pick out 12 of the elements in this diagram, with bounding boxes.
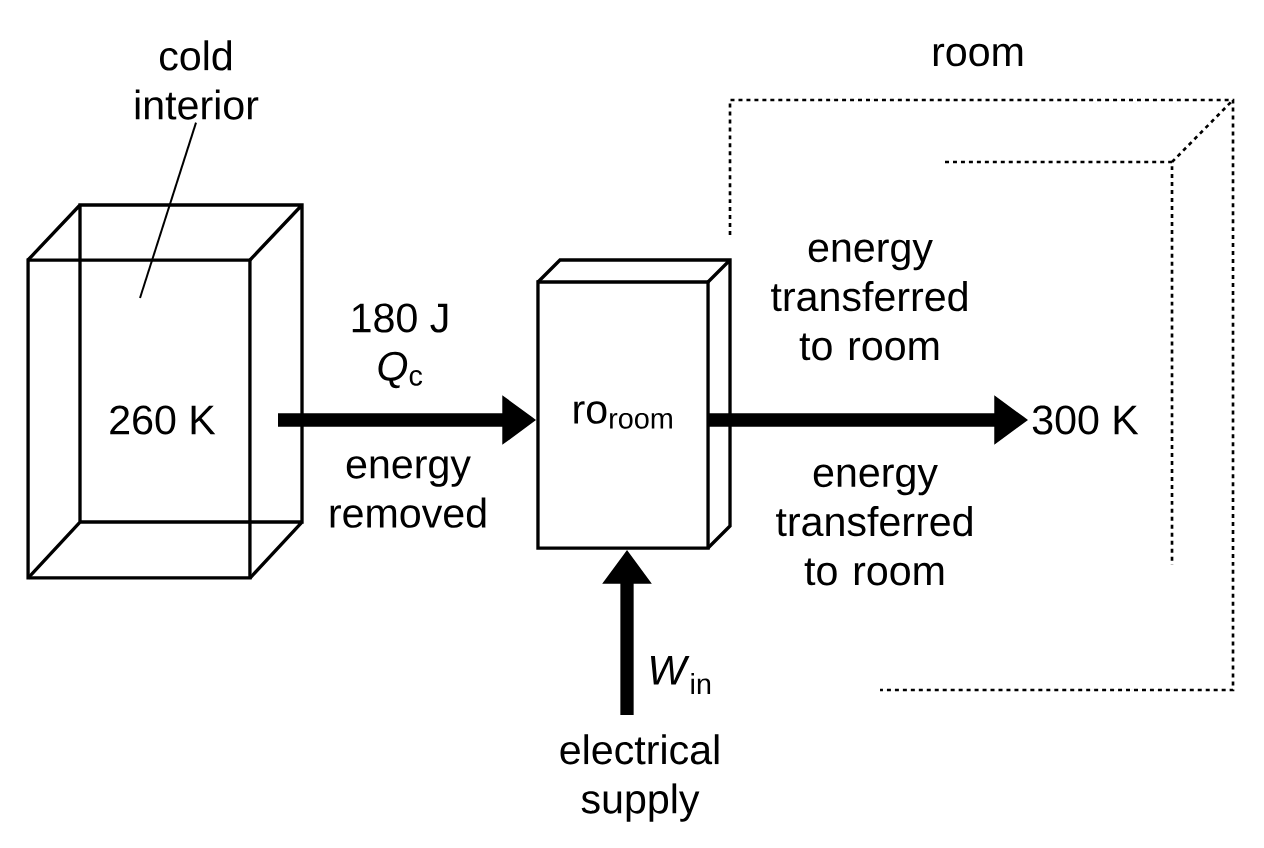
annotation-text: 180 J bbox=[352, 303, 448, 333]
refrigerator-box: ro$_{room}$ bbox=[536, 258, 732, 550]
leader-text: cold interior bbox=[135, 40, 259, 120]
supply-text: electrical supply bbox=[560, 734, 719, 822]
cold-box-drawing: 260 K bbox=[26, 203, 304, 580]
edge-label: W$_{in}$ bbox=[650, 656, 711, 694]
temperature-text: 300 K bbox=[1032, 405, 1139, 435]
annotation-text: energy transferred to room bbox=[776, 464, 972, 586]
leader-line bbox=[139, 121, 197, 299]
annotation-text: energy removed bbox=[330, 456, 486, 528]
edge-label: Q$_{c}$ bbox=[378, 351, 423, 389]
annotation-text: energy transferred to room bbox=[771, 239, 967, 361]
